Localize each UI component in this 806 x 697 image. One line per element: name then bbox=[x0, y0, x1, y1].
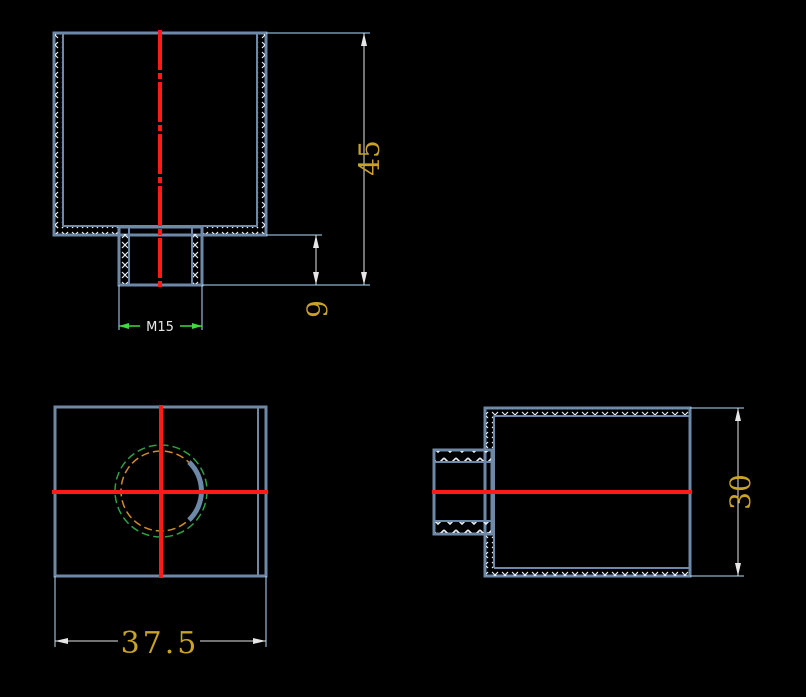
dim9-arrow-top bbox=[313, 235, 319, 248]
front-right-wall-hatch bbox=[257, 34, 265, 234]
dim9-arrow-bottom bbox=[313, 272, 319, 285]
dim45-arrow-bottom bbox=[361, 272, 367, 285]
front-left-wall-hatch bbox=[55, 34, 63, 234]
dim9-text: 9 bbox=[301, 300, 334, 318]
side-left-wall-hatch-bottom bbox=[486, 532, 494, 568]
dim30-arrow-bottom bbox=[735, 563, 741, 576]
side-bottom-wall-hatch bbox=[486, 568, 689, 576]
front-neck-left-hatch bbox=[120, 234, 129, 284]
side-view: 30 bbox=[432, 406, 757, 578]
front-view: 45 9 M15 bbox=[52, 30, 386, 335]
side-neck-top-hatch bbox=[435, 451, 491, 461]
front-neck-right-hatch bbox=[192, 234, 201, 284]
m15-text: M15 bbox=[146, 320, 174, 335]
side-left-wall-hatch-top bbox=[486, 416, 494, 452]
dim45-arrow-top bbox=[361, 33, 367, 46]
side-top-wall-hatch bbox=[486, 408, 689, 416]
dim375-arrow-left bbox=[55, 638, 68, 644]
dim375-arrow-right bbox=[253, 638, 266, 644]
dim375-text: 37.5 bbox=[121, 626, 200, 661]
side-neck-bottom-hatch bbox=[435, 522, 491, 533]
dim30-text: 30 bbox=[724, 474, 757, 510]
dim45-text: 45 bbox=[353, 140, 386, 176]
m15-arrow-right bbox=[192, 323, 202, 329]
m15-arrow-left bbox=[119, 323, 129, 329]
front-bottom-wall-hatch bbox=[55, 226, 119, 234]
front-bottom-wall-hatch-right bbox=[202, 226, 265, 234]
top-view: 37.5 bbox=[52, 405, 268, 661]
dim30-arrow-top bbox=[735, 408, 741, 421]
